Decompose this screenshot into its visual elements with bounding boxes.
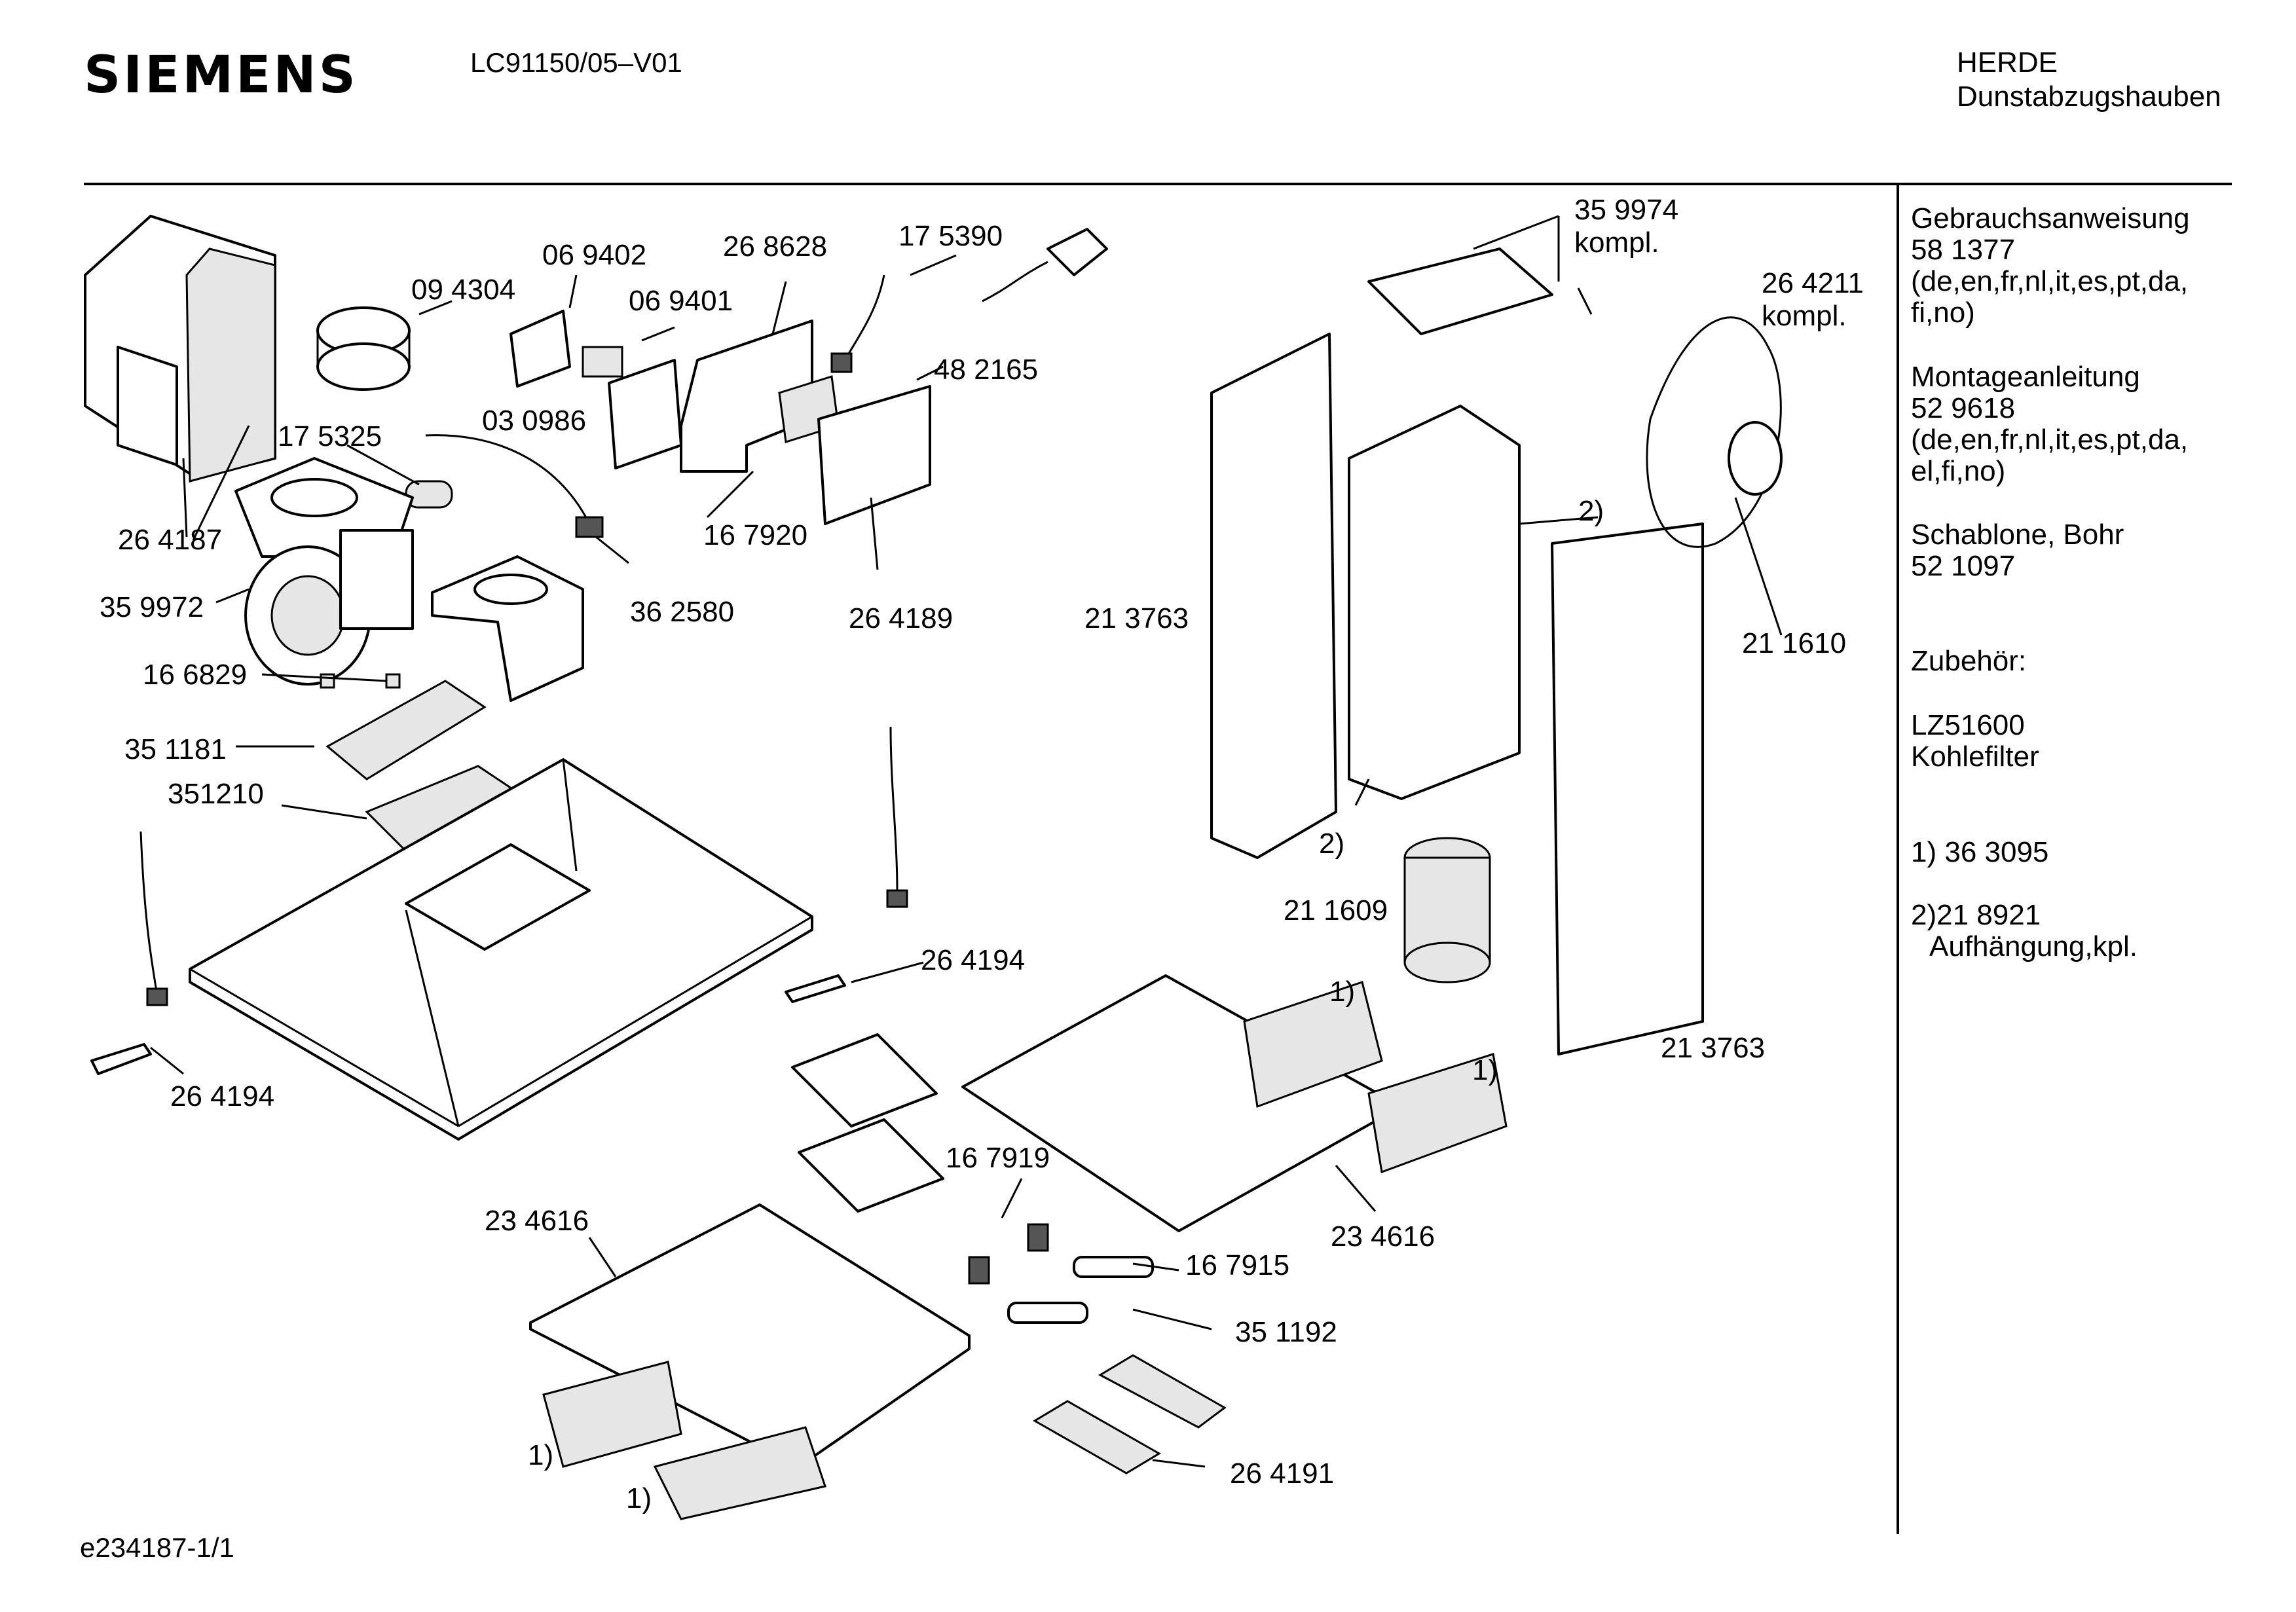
part-label-167920: 16 7920 [703,519,808,551]
part-label-213763-upper: 21 3763 [1084,602,1189,634]
note-2: 2)21 8921 [1911,899,2041,931]
template-title: Schablone, Bohr [1911,519,2124,551]
part-label-213763-lower: 21 3763 [1661,1032,1766,1064]
part-label-351181: 35 1181 [124,733,227,765]
part-label-069401: 06 9401 [629,285,733,317]
part-label-094304: 09 4304 [411,274,516,306]
part-label-069402: 06 9402 [542,239,647,271]
part-label-note1-c: 1) [528,1439,554,1471]
part-label-264194-right: 26 4194 [921,944,1026,976]
accessory-block: LZ51600 Kohlefilter [1911,710,2039,773]
install-languages-2: el,fi,no) [1911,455,2006,487]
part-label-175390: 17 5390 [898,220,1003,252]
power-cable-part [830,228,1108,373]
manual-block: Gebrauchsanweisung 58 1377 (de,en,fr,nl,… [1911,203,2190,329]
header-divider [84,183,2232,185]
document-id: e234187-1/1 [80,1532,234,1563]
filter-housing-part [84,215,276,483]
lower-canopy-left-part [529,1203,971,1520]
part-label-359974: 35 9974 [1574,194,1679,226]
part-label-264211: 26 4211 [1762,267,1864,299]
canopy-part [189,758,813,1141]
part-label-264191: 26 4191 [1230,1457,1335,1490]
note-1: 1) 36 3095 [1911,836,2049,868]
part-label-note2-a: 2) [1578,495,1604,527]
category-line-2: Dunstabzugshauben [1957,81,2221,113]
part-label-264189: 26 4189 [849,602,954,634]
part-label-482165: 48 2165 [934,354,1039,386]
chimney-parts [1210,247,1704,1055]
template-block: Schablone, Bohr 52 1097 [1911,519,2124,582]
switch-module-parts [509,310,931,525]
part-label-234616-right: 23 4616 [1331,1220,1435,1253]
install-number: 52 9618 [1911,392,2016,424]
part-label-166829: 16 6829 [143,659,248,691]
adapter-ring-part [316,306,411,391]
blower-motor-part [234,457,414,686]
part-label-note2-b: 2) [1319,828,1345,860]
lamp-parts [791,1033,1227,1475]
capacitor-cable-part [405,434,604,538]
category-line-1: HERDE [1957,46,2058,79]
part-label-note1-a: 1) [1329,976,1356,1008]
brand-logo: SIEMENS [84,46,358,105]
install-languages-1: (de,en,fr,nl,it,es,pt,da, [1911,424,2189,456]
sidebar-divider [1897,185,1899,1534]
part-label-359972: 35 9972 [100,591,204,623]
part-label-030986: 03 0986 [482,405,587,437]
leader-lines [150,215,1783,1468]
part-label-175325: 17 5325 [278,420,382,452]
exploded-parts-diagram [84,215,1783,1520]
category-heading: HERDE Dunstabzugshauben [1957,46,2221,114]
manual-languages-2: fi,no) [1911,297,1975,329]
install-title: Montageanleitung [1911,361,2140,393]
part-label-211609: 21 1609 [1284,894,1388,926]
accessories-title: Zubehör: [1911,645,2027,677]
part-label-351192: 35 1192 [1235,1316,1337,1348]
grease-filter-part [320,673,519,852]
part-label-note1-b: 1) [1472,1054,1498,1086]
part-label-note1-d: 1) [626,1482,652,1514]
accessory-name: Kohlefilter [1911,741,2039,773]
part-label-kompl-a: kompl. [1574,227,1659,259]
mounting-bracket-part [431,555,584,702]
part-label-167915: 16 7915 [1185,1249,1290,1281]
note-2-desc: Aufhängung,kpl. [1929,930,2138,962]
part-label-234616-left: 23 4616 [485,1205,589,1237]
manual-languages-1: (de,en,fr,nl,it,es,pt,da, [1911,265,2189,297]
part-label-167919: 16 7919 [946,1142,1050,1174]
note-2-block: 2)21 8921 Aufhängung,kpl. [1911,900,2138,962]
part-label-211610: 21 1610 [1742,627,1847,659]
lower-canopy-right-part [961,974,1508,1232]
part-label-268628: 26 8628 [723,230,828,263]
part-label-362580: 36 2580 [630,596,735,628]
install-block: Montageanleitung 52 9618 (de,en,fr,nl,it… [1911,361,2188,487]
accessory-code: LZ51600 [1911,709,2025,741]
part-label-264194-left: 26 4194 [170,1080,275,1112]
part-label-kompl-b: kompl. [1762,300,1847,332]
accessory-bag-part [1646,316,1783,548]
part-label-351210: 351210 [168,778,264,810]
manual-title: Gebrauchsanweisung [1911,202,2190,234]
manual-number: 58 1377 [1911,234,2016,266]
wiring-harness-part [90,726,908,1075]
part-label-264187: 26 4187 [118,524,223,556]
model-number: LC91150/05–V01 [470,47,682,78]
template-number: 52 1097 [1911,550,2016,582]
